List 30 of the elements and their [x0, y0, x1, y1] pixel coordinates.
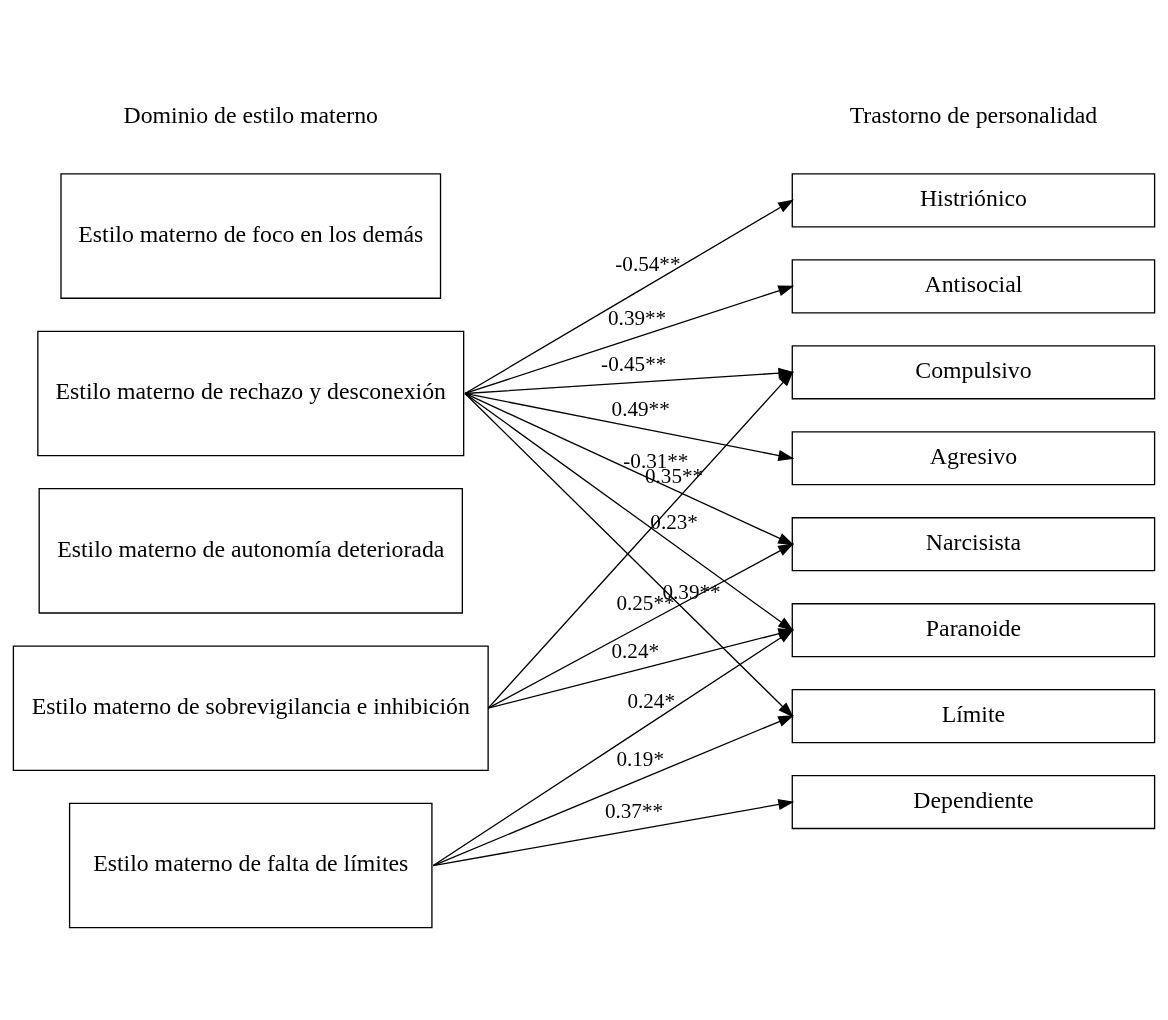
edge-label: -0.54** — [615, 251, 681, 276]
node-box: Compulsivo — [791, 344, 1156, 399]
node-box: Límite — [791, 688, 1156, 743]
arrow — [464, 198, 794, 394]
edge-label: 0.24* — [611, 638, 660, 663]
node-box: Estilo materno de foco en los demás — [60, 172, 442, 299]
edge-label: -0.45** — [601, 351, 667, 376]
arrow — [464, 392, 795, 461]
label: Dominio de estilo materno — [123, 101, 378, 128]
edge-label: 0.37** — [604, 798, 664, 823]
arrow — [432, 714, 795, 866]
edge-label: 0.24* — [627, 688, 675, 713]
node-box: Estilo materno de falta de límites — [68, 802, 433, 928]
arrow — [464, 284, 795, 394]
node-box: Histriónico — [791, 172, 1156, 227]
arrow — [464, 392, 794, 631]
edge-label: 0.49** — [611, 396, 670, 421]
arrow — [432, 798, 795, 866]
node-box: Antisocial — [791, 258, 1156, 313]
node-box: Dependiente — [791, 774, 1156, 829]
node-box: Estilo materno de rechazo y desconexión — [37, 330, 465, 456]
edge-label: 0.19* — [616, 746, 664, 771]
arrow — [464, 392, 795, 545]
node-box: Agresivo — [791, 430, 1156, 485]
node-box: Paranoide — [791, 602, 1156, 657]
edge-label: 0.39** — [608, 305, 667, 330]
node-box: Estilo materno de autonomía deteriorada — [38, 487, 463, 614]
node-box: Narcisista — [791, 516, 1156, 571]
node-box: Estilo materno de sobrevigilancia e inhibición — [12, 644, 489, 771]
label: Trastorno de personalidad — [849, 101, 1098, 128]
